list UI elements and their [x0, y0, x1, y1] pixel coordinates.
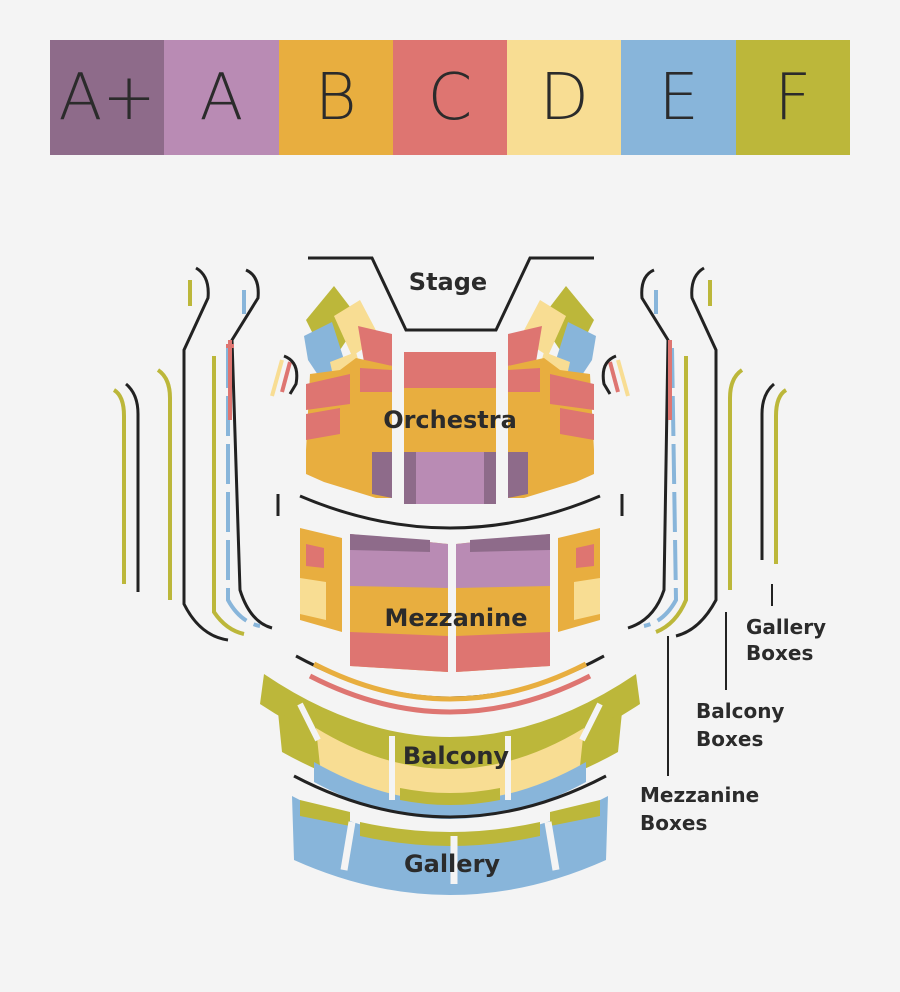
legend-f[interactable]: F [735, 40, 850, 155]
balcony-label: Balcony [403, 742, 510, 770]
mezzanine-label: Mezzanine [385, 604, 528, 632]
balcony-section[interactable]: Balcony [260, 674, 640, 819]
mezzanine-boxes-label-line2: Boxes [640, 811, 707, 835]
right-boxes[interactable] [601, 266, 788, 638]
balcony-boxes-label-line1: Balcony [696, 699, 784, 723]
legend-e[interactable]: E [621, 40, 736, 155]
mezzanine-boxes-label-line1: Mezzanine [640, 783, 759, 807]
left-boxes[interactable] [112, 266, 299, 642]
stage-area: Stage [308, 256, 594, 332]
gallery-boxes-label-line1: Gallery [746, 615, 826, 639]
orchestra-label: Orchestra [383, 406, 517, 434]
balcony-boxes-label-line2: Boxes [696, 727, 763, 751]
legend-a-plus[interactable]: A+ [50, 40, 165, 155]
box-labels: Gallery Boxes Balcony Boxes Mezzanine Bo… [640, 584, 826, 835]
gallery-section[interactable]: Gallery [292, 796, 608, 895]
gallery-label: Gallery [404, 850, 500, 878]
legend-d[interactable]: D [507, 40, 622, 155]
legend-b[interactable]: B [278, 40, 393, 155]
gallery-boxes-label-line2: Boxes [746, 641, 813, 665]
stage-label: Stage [409, 268, 487, 296]
legend-a[interactable]: A [164, 40, 279, 155]
price-legend: A+ A B C D E F [50, 40, 850, 155]
legend-c[interactable]: C [392, 40, 508, 155]
orchestra-section[interactable]: Orchestra [304, 286, 596, 504]
mezzanine-section[interactable]: Mezzanine [300, 528, 600, 672]
